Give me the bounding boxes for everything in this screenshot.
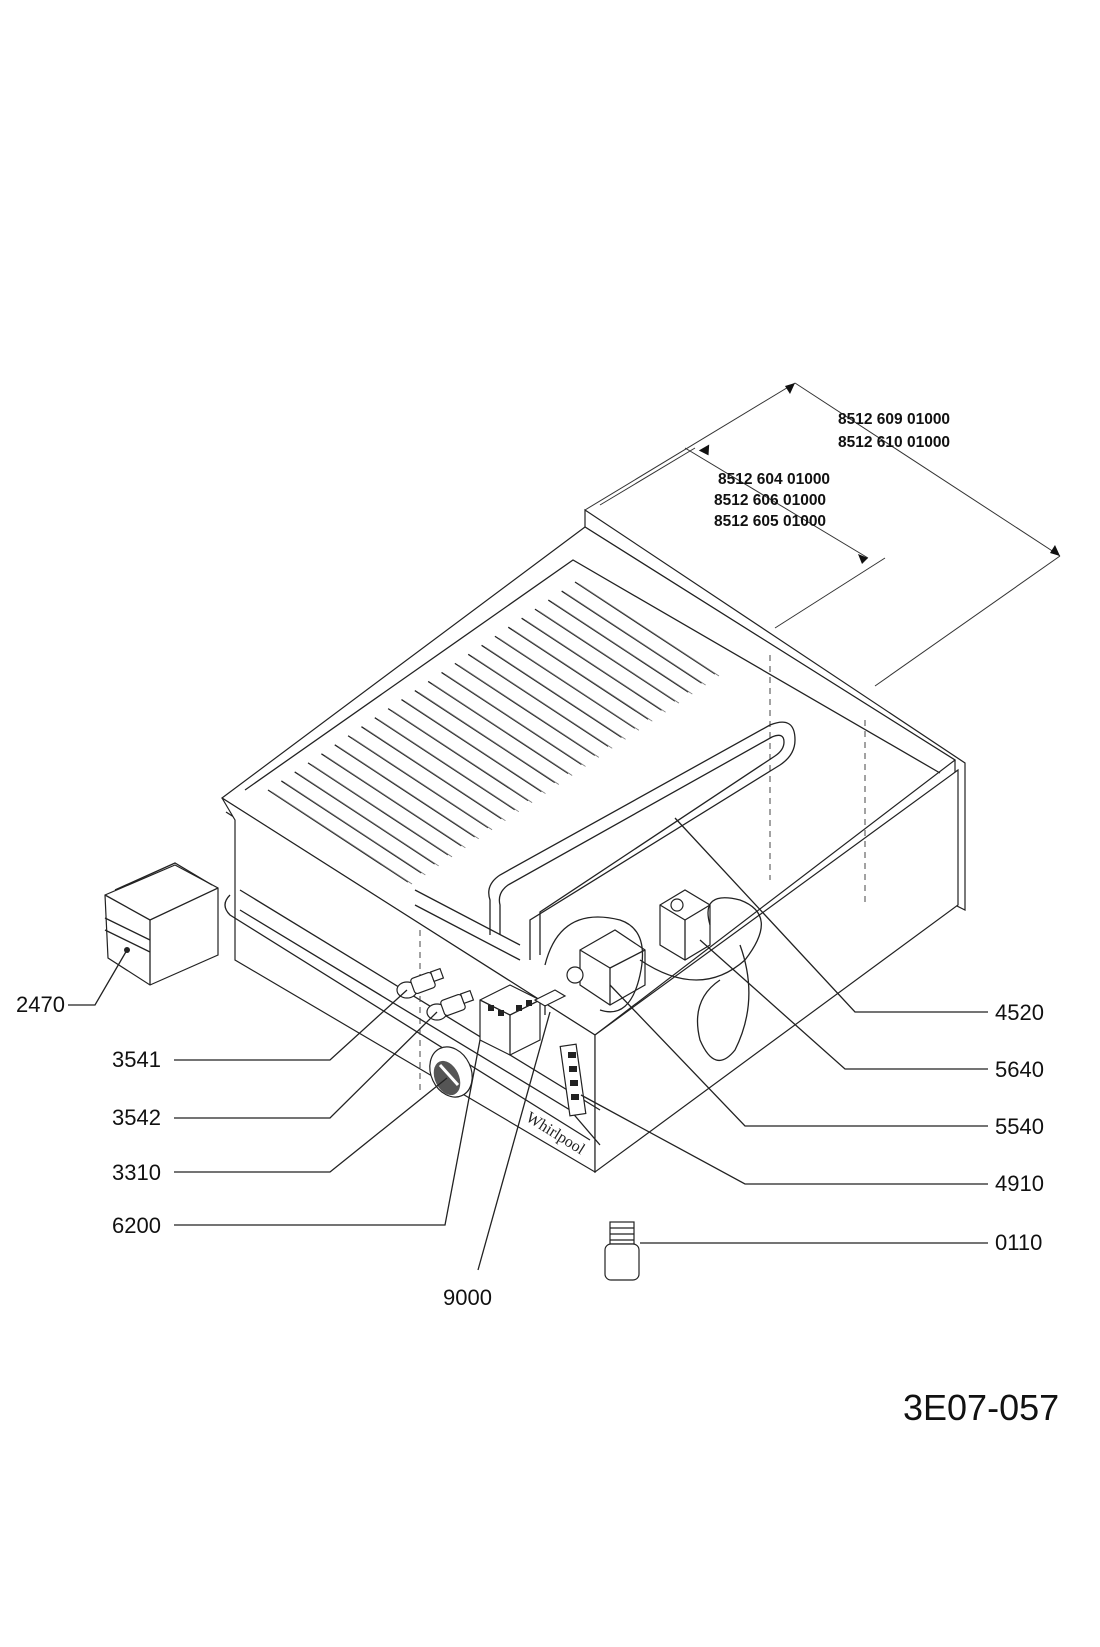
grill-rib-shadow bbox=[538, 610, 680, 704]
safety-thermostat bbox=[659, 889, 711, 961]
adjustable-foot bbox=[604, 1221, 640, 1281]
callout-3310: 3310 bbox=[112, 1160, 161, 1185]
grill-rib-shadow bbox=[552, 601, 693, 695]
grill-rib bbox=[307, 762, 449, 856]
grill-rib-shadow bbox=[351, 737, 493, 831]
drip-tray bbox=[104, 862, 219, 986]
grill-rib bbox=[547, 599, 689, 693]
callout-4910: 4910 bbox=[995, 1171, 1044, 1196]
part-number-group-wide: 8512 609 01000 8512 610 01000 bbox=[838, 411, 950, 451]
grill-rib-shadow bbox=[431, 683, 573, 776]
grill-rib-shadow bbox=[525, 619, 666, 713]
grill-rib bbox=[561, 590, 703, 684]
grill-rib-shadow bbox=[405, 701, 546, 794]
callout-6200: 6200 bbox=[112, 1213, 161, 1238]
grill-rib bbox=[280, 780, 422, 874]
grill-rib bbox=[334, 744, 476, 838]
wiring bbox=[544, 897, 762, 1061]
grill-rib bbox=[347, 735, 489, 829]
grill-rib-shadow bbox=[391, 710, 533, 803]
grill-rib-shadow bbox=[498, 637, 640, 731]
grill-rib-shadow bbox=[512, 628, 653, 722]
leader-lines bbox=[68, 817, 988, 1271]
callout-2470: 2470 bbox=[16, 992, 65, 1017]
callout-5540: 5540 bbox=[995, 1114, 1044, 1139]
grill-rib bbox=[574, 581, 716, 675]
callout-5640: 5640 bbox=[995, 1057, 1044, 1082]
grill-rib bbox=[494, 635, 636, 729]
grill-rib bbox=[534, 608, 676, 702]
grill-rib bbox=[481, 644, 622, 738]
grill-rib-shadow bbox=[458, 665, 600, 758]
grill-rib-shadow bbox=[418, 692, 560, 785]
grill-rib bbox=[387, 708, 529, 802]
grill-rib-shadow bbox=[338, 746, 479, 840]
grill-rib-shadow bbox=[271, 791, 413, 885]
terminal-block bbox=[559, 1043, 587, 1117]
part-number-wide-1: 8512 609 01000 bbox=[838, 411, 950, 428]
callout-9000: 9000 bbox=[443, 1285, 492, 1310]
part-number-narrow-3: 8512 605 01000 bbox=[714, 513, 826, 530]
grill-rib bbox=[401, 699, 542, 793]
switch bbox=[479, 984, 541, 1056]
grill-rib-shadow bbox=[298, 773, 439, 867]
sheet-code: 3E07-057 bbox=[903, 1387, 1059, 1428]
part-number-narrow-2: 8512 606 01000 bbox=[714, 492, 826, 509]
grill-rib bbox=[294, 771, 436, 865]
callout-3541: 3541 bbox=[112, 1047, 161, 1072]
grill-rib bbox=[507, 626, 649, 720]
grill-rib-shadow bbox=[325, 755, 466, 849]
grill-rib-shadow bbox=[485, 646, 626, 740]
part-number-group-narrow: 8512 604 01000 8512 606 01000 8512 605 0… bbox=[714, 471, 830, 530]
thermostat bbox=[566, 929, 646, 1006]
grill-rib bbox=[467, 653, 609, 747]
indicator-lamp-3542 bbox=[426, 989, 475, 1021]
grill-rib bbox=[321, 753, 462, 847]
grill-rib bbox=[454, 662, 596, 756]
heating-element bbox=[414, 721, 796, 961]
grill-ribs bbox=[267, 581, 720, 885]
grill-rib-shadow bbox=[311, 764, 453, 858]
grill-rib-shadow bbox=[445, 674, 586, 767]
grill-rib bbox=[441, 671, 582, 765]
callout-4520: 4520 bbox=[995, 1000, 1044, 1025]
grill-rib bbox=[374, 717, 516, 811]
callout-0110: 0110 bbox=[995, 1230, 1042, 1255]
grill-rib bbox=[414, 689, 556, 784]
grill-rib-shadow bbox=[378, 719, 520, 812]
grill-rib-shadow bbox=[578, 583, 720, 677]
part-number-narrow-1: 8512 604 01000 bbox=[718, 471, 830, 488]
callout-3542: 3542 bbox=[112, 1105, 161, 1130]
callout-labels: 2470 3541 3542 3310 6200 9000 4520 5640 … bbox=[16, 992, 1044, 1310]
grill-rib-shadow bbox=[285, 782, 426, 876]
grill-rib bbox=[267, 789, 409, 883]
grill-rib bbox=[361, 726, 502, 820]
grill-rib-shadow bbox=[565, 592, 706, 686]
grill-rib-shadow bbox=[365, 728, 506, 822]
grill-rib-shadow bbox=[471, 656, 613, 749]
griddle-body bbox=[220, 508, 966, 1174]
grill-rib bbox=[521, 617, 662, 711]
dimension-lines bbox=[584, 382, 1061, 687]
fuse-holder bbox=[533, 989, 567, 1015]
part-number-wide-2: 8512 610 01000 bbox=[838, 434, 950, 451]
grill-rib bbox=[427, 680, 569, 775]
